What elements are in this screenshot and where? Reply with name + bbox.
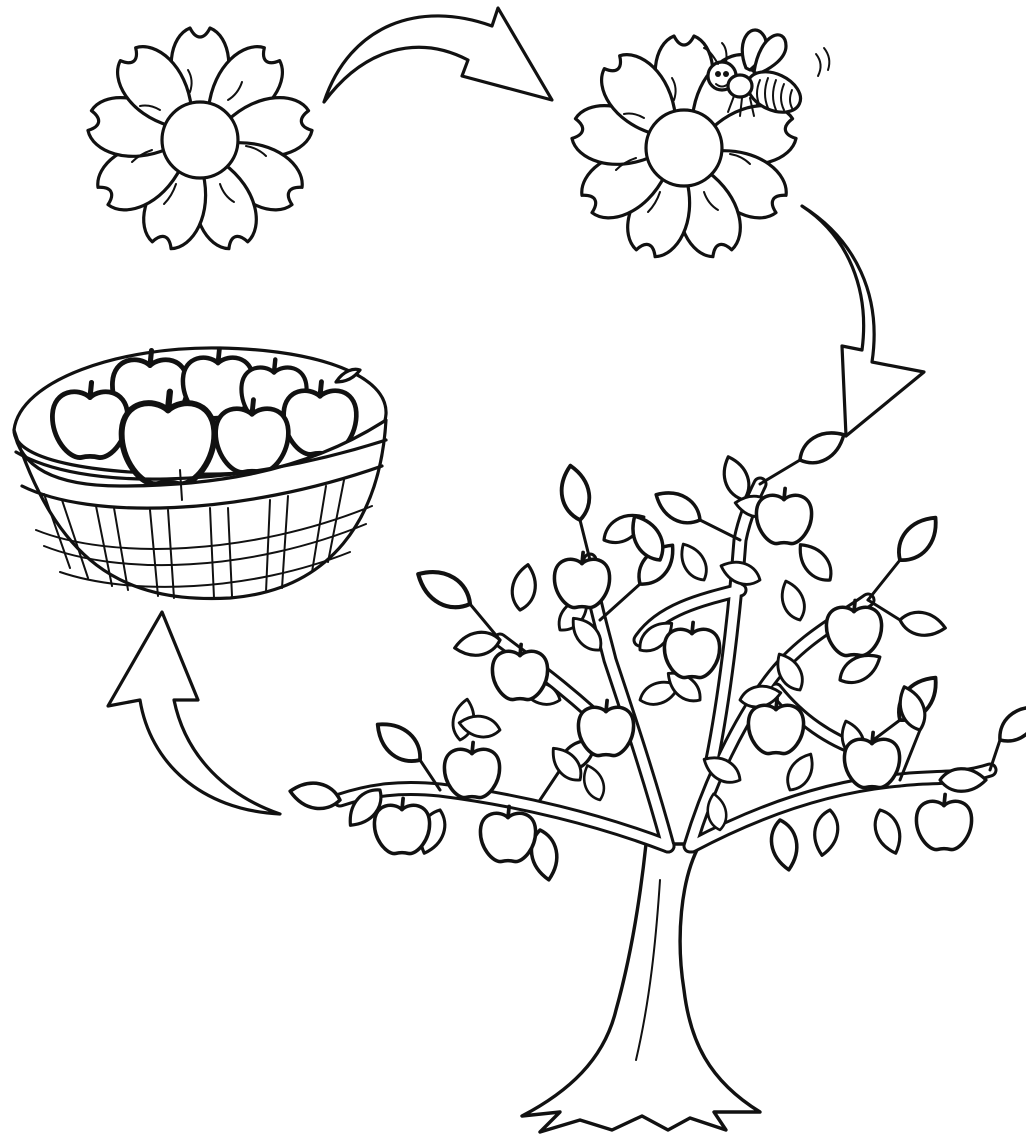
arrow-flower-to-pollination [324, 8, 552, 102]
arrow-pollination-to-tree [802, 206, 924, 436]
arrow-tree-to-basket [108, 612, 280, 814]
flower-icon [85, 28, 316, 255]
apple-tree-icon [288, 424, 1026, 1132]
apple-basket-icon [14, 348, 386, 599]
